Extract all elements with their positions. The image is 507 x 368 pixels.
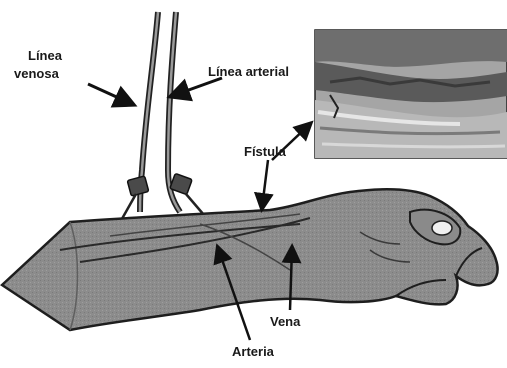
label-linea-venosa-line2: venosa [14, 66, 60, 81]
forearm-and-hand [2, 189, 498, 330]
label-arteria: Arteria [232, 344, 275, 359]
label-vena: Vena [270, 314, 301, 329]
inset-vessel-closeup [315, 30, 507, 158]
arrow-linea-arterial [172, 78, 222, 96]
label-linea-arterial: Línea arterial [208, 64, 289, 79]
venous-connector [127, 176, 149, 196]
arrow-linea-venosa [88, 84, 132, 104]
thumbnail-icon [432, 221, 452, 235]
label-linea-venosa-line1: Línea [28, 48, 63, 63]
label-fistula: Fístula [244, 144, 287, 159]
arrow-fistula [262, 160, 268, 208]
dialysis-tubes [110, 12, 210, 240]
